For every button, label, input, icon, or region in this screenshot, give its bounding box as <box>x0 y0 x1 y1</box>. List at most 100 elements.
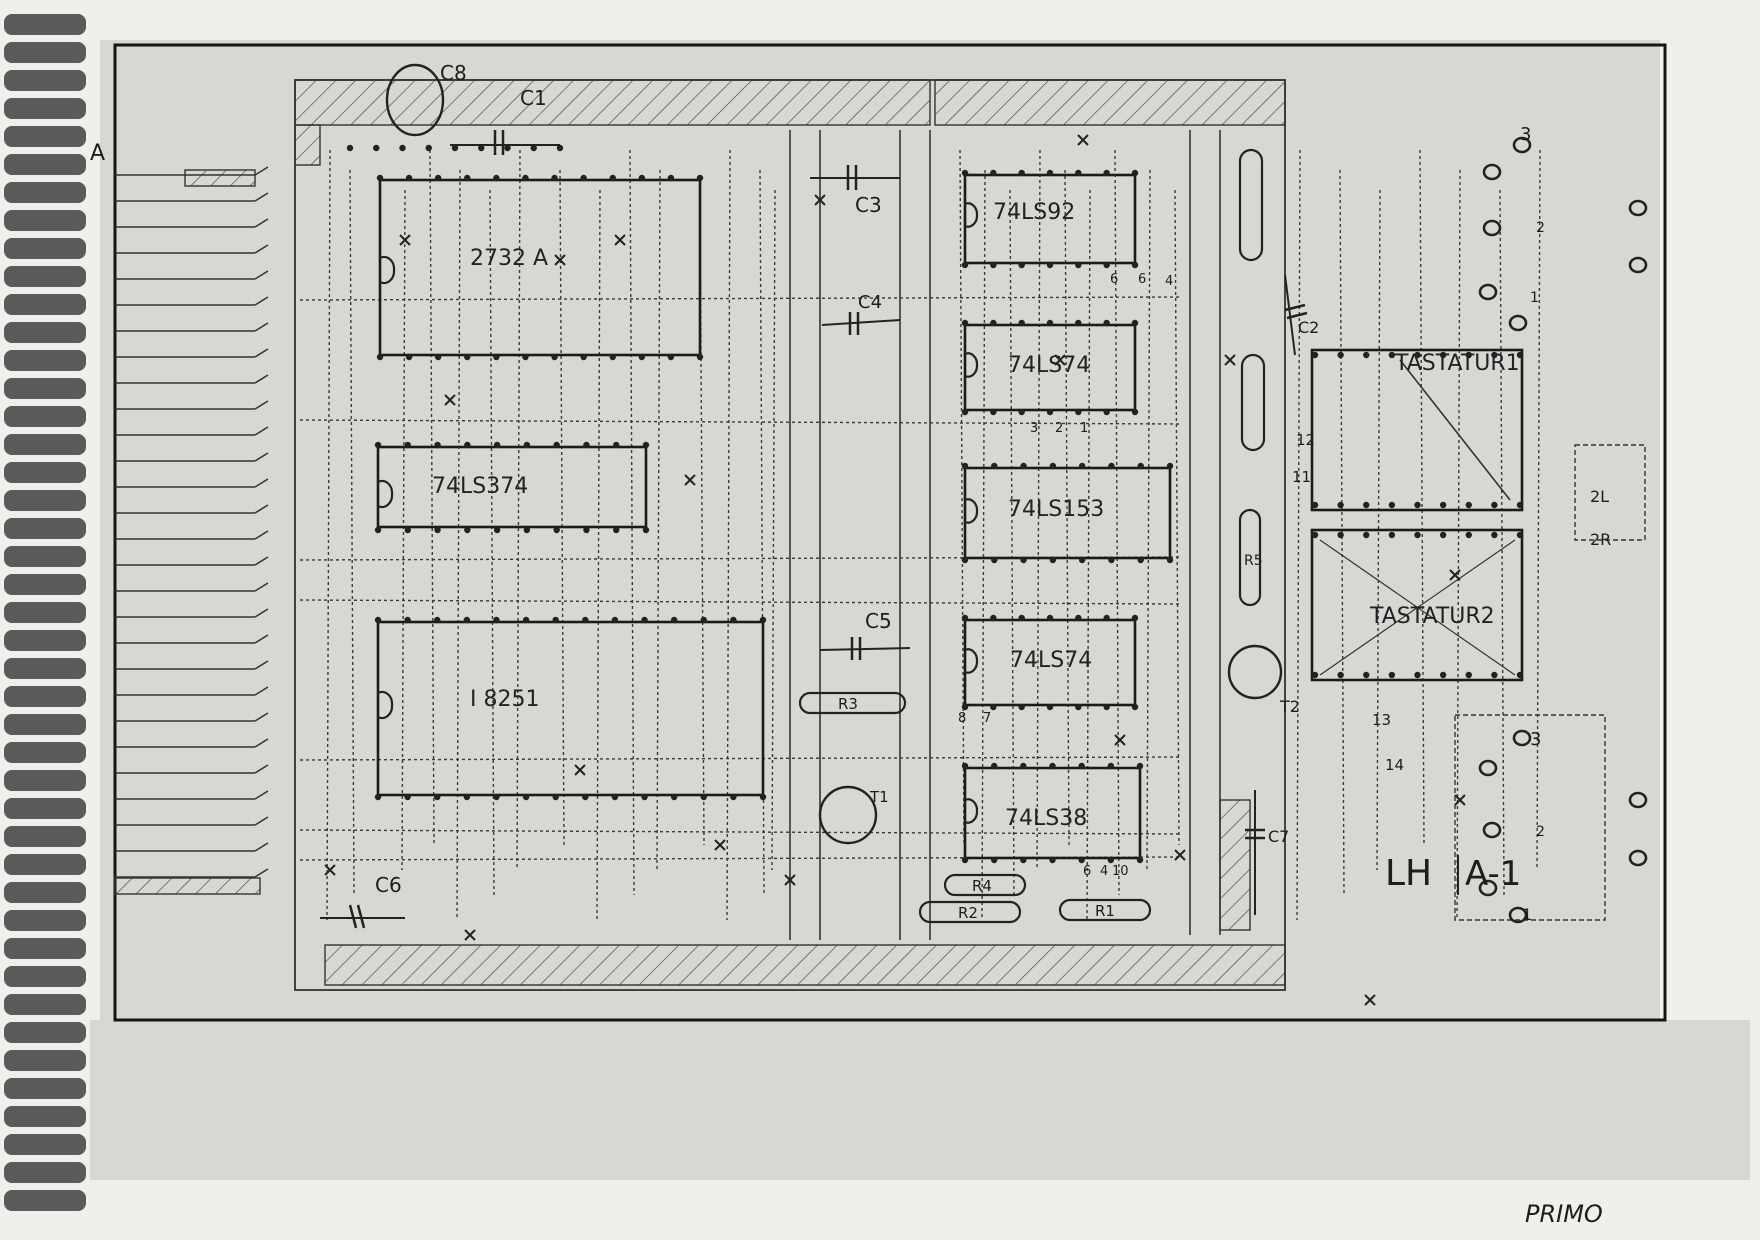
pad <box>404 616 411 624</box>
pad <box>1491 501 1498 509</box>
pad <box>1414 531 1421 539</box>
pad <box>1103 319 1110 327</box>
right-ground-strip <box>1219 799 1251 931</box>
pad <box>611 616 619 624</box>
pad <box>1439 531 1447 539</box>
pad <box>1107 856 1115 864</box>
misc-pin-2: 2 <box>1055 421 1063 436</box>
via-hole <box>1478 283 1498 301</box>
resistor-r1: R1 <box>1058 898 1152 922</box>
pad <box>522 793 530 801</box>
connector-finger <box>4 42 86 63</box>
edge-ground-bottom <box>114 877 261 895</box>
pad <box>405 174 413 182</box>
chip-tastatur1: TASTATUR1 <box>1310 348 1524 512</box>
chip-8251: I 8251 <box>376 620 765 797</box>
misc-pin-1: 1 <box>1080 421 1088 436</box>
pad <box>641 793 648 801</box>
transistor-t2: T2 <box>1227 644 1300 716</box>
pad <box>1516 671 1524 679</box>
signal-trace <box>429 149 435 846</box>
signal-trace <box>349 169 355 896</box>
pad <box>464 174 471 182</box>
pad <box>1388 351 1396 359</box>
pad <box>583 441 590 449</box>
pad <box>404 526 411 534</box>
pin-label-1-bottom: 1 <box>1522 905 1532 924</box>
via-hole <box>1482 821 1502 839</box>
signal-trace <box>981 169 986 921</box>
chip-label-2732a: 2732 A <box>470 246 548 271</box>
pad <box>1046 703 1054 711</box>
label-c7: C7 <box>1268 827 1289 846</box>
label-c2: C2 <box>1298 318 1319 337</box>
pad <box>1516 531 1524 539</box>
misc-pin-12: 12 <box>1296 431 1315 449</box>
via-cross <box>1077 134 1089 146</box>
chip-label-74ls38: 74LS38 <box>1005 806 1087 831</box>
connector-finger <box>4 798 86 819</box>
connector-finger <box>4 742 86 763</box>
pad <box>1491 351 1498 359</box>
connector-finger <box>4 322 86 343</box>
label-c5: C5 <box>865 609 892 633</box>
via-hole <box>1628 849 1648 867</box>
capacitor-c1: C1 <box>450 86 560 155</box>
via-hole <box>1478 759 1498 777</box>
edge-ground-top <box>184 169 256 187</box>
pad <box>991 462 998 470</box>
pad <box>1107 762 1115 770</box>
connector-finger <box>4 378 86 399</box>
connector-lower-right <box>1454 714 1606 921</box>
misc-pin-8: 8 <box>958 711 966 726</box>
pad <box>1046 169 1054 177</box>
signal-trace <box>1086 189 1091 921</box>
edge-trace-bend <box>254 192 269 202</box>
pad <box>551 353 558 361</box>
pads <box>324 134 1524 1006</box>
connector-finger <box>4 882 86 903</box>
via-cross <box>554 254 566 266</box>
pad <box>670 616 678 624</box>
edge-trace-bend <box>254 504 269 514</box>
pad <box>611 793 619 801</box>
signal-trace <box>401 189 406 871</box>
signal-trace <box>656 169 661 871</box>
pad <box>374 793 382 801</box>
connector-finger <box>4 294 86 315</box>
pad <box>580 353 587 361</box>
via-cross <box>1364 994 1376 1006</box>
edge-trace-bend <box>254 452 269 462</box>
pad <box>530 144 537 152</box>
pad <box>404 441 411 449</box>
pad <box>1075 319 1082 327</box>
edge-trace-bend <box>254 296 269 306</box>
chip-74ls153: 74LS153 <box>963 466 1172 560</box>
via-cross <box>1054 354 1066 366</box>
via-cross <box>1449 569 1461 581</box>
pad <box>1131 169 1139 177</box>
connector-finger <box>4 462 86 483</box>
via-hole <box>1628 791 1648 809</box>
pad <box>1363 671 1370 679</box>
capacitor-c7: C7 <box>1245 790 1289 915</box>
pad <box>990 762 998 770</box>
signal-trace <box>559 169 565 846</box>
pin-label-2-bottom: 2 <box>1536 824 1545 840</box>
via-cross <box>574 764 586 776</box>
connector-finger <box>4 546 86 567</box>
misc-pin-6c: 6 <box>1083 864 1091 879</box>
pad <box>1049 762 1056 770</box>
label-c3: C3 <box>855 193 882 217</box>
pad <box>434 526 441 534</box>
pad <box>1465 531 1472 539</box>
pad <box>399 144 406 152</box>
pad <box>405 353 413 361</box>
pad <box>580 174 587 182</box>
capacitor-c4: C4 <box>821 292 901 335</box>
signal-trace <box>759 169 765 896</box>
signal-trace <box>516 149 521 871</box>
pad <box>1337 671 1344 679</box>
connector-finger <box>4 126 86 147</box>
connector-finger <box>4 630 86 651</box>
